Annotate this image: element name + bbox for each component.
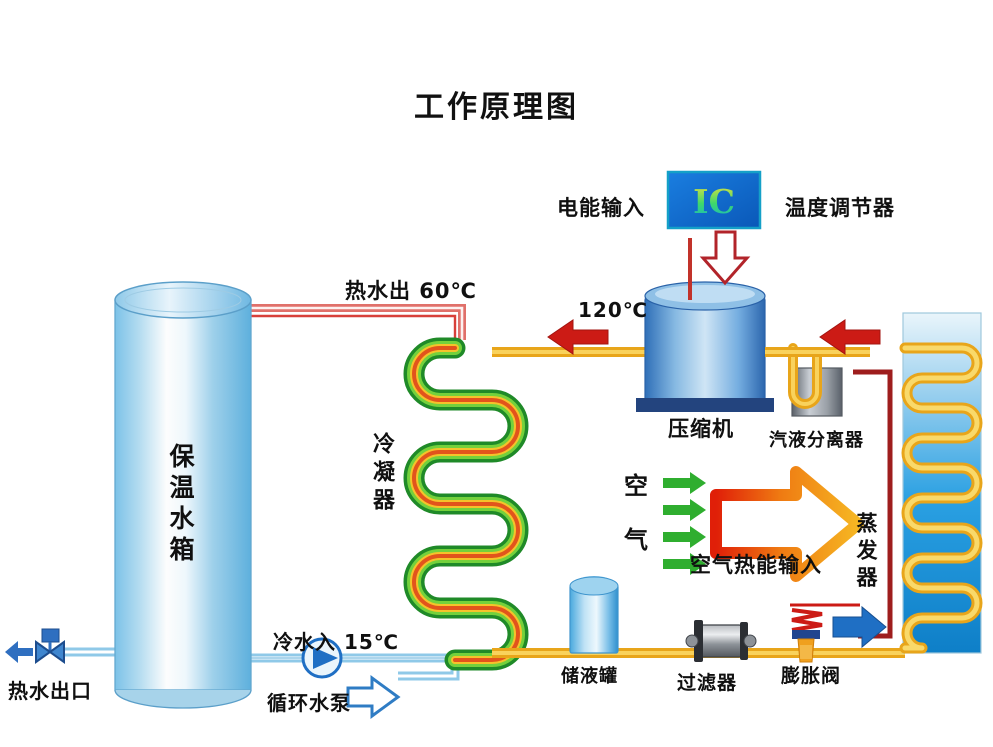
liquid-receiver-tank bbox=[569, 576, 619, 654]
hot-water-outlet-label: 热水出口 bbox=[8, 679, 92, 703]
evaporator bbox=[899, 312, 983, 654]
discharge-arrow-icon bbox=[547, 319, 609, 355]
circulation-pump-label: 循环水泵 bbox=[267, 691, 351, 715]
liquid-receiver-label: 储液罐 bbox=[561, 666, 618, 687]
filter-drier bbox=[685, 620, 757, 662]
water-tank-label: 保温水箱 bbox=[166, 443, 195, 567]
insulated-water-tank bbox=[114, 281, 252, 709]
refrigerant-return-line bbox=[853, 369, 893, 639]
page-title: 工作原理图 bbox=[414, 90, 579, 125]
air-label-2: 气 bbox=[624, 526, 649, 554]
circulation-pump bbox=[301, 637, 343, 679]
condenser-coil bbox=[403, 337, 529, 671]
pump-flow-arrow-icon bbox=[346, 675, 401, 719]
expansion-flow-arrow-icon bbox=[832, 605, 887, 649]
cold-water-pipe bbox=[250, 653, 460, 681]
gas-liquid-separator-label: 汽液分离器 bbox=[769, 430, 864, 451]
expansion-valve-label: 膨胀阀 bbox=[781, 665, 842, 687]
temp-120-label: 120℃ bbox=[578, 298, 648, 322]
hot-water-out-label: 热水出 60℃ bbox=[345, 279, 477, 303]
expansion-valve bbox=[790, 603, 860, 663]
ic-down-arrow-icon bbox=[699, 230, 751, 286]
compressor bbox=[636, 238, 774, 412]
temperature-regulator-label: 温度调节器 bbox=[785, 196, 895, 220]
ic-regulator-box[interactable]: IC bbox=[666, 170, 762, 230]
compressor-label: 压缩机 bbox=[668, 417, 734, 441]
evaporator-label: 蒸发器 bbox=[854, 512, 878, 593]
air-heat-input-label: 空气热能输入 bbox=[690, 553, 822, 577]
air-label-1: 空 bbox=[624, 472, 649, 500]
gas-liquid-separator bbox=[765, 343, 870, 417]
suction-arrow-icon bbox=[819, 319, 881, 355]
air-flow-arrows bbox=[663, 472, 706, 575]
condenser-label: 冷凝器 bbox=[369, 432, 394, 516]
ic-label: IC bbox=[693, 182, 735, 221]
filter-label: 过滤器 bbox=[677, 672, 738, 694]
hot-water-outlet-valve[interactable] bbox=[5, 628, 65, 664]
power-input-label: 电能输入 bbox=[557, 196, 645, 220]
air-heat-energy-arrow-icon bbox=[710, 466, 864, 582]
cold-water-in-label: 冷水入 15℃ bbox=[273, 630, 400, 654]
hot-water-pipe bbox=[250, 304, 466, 348]
